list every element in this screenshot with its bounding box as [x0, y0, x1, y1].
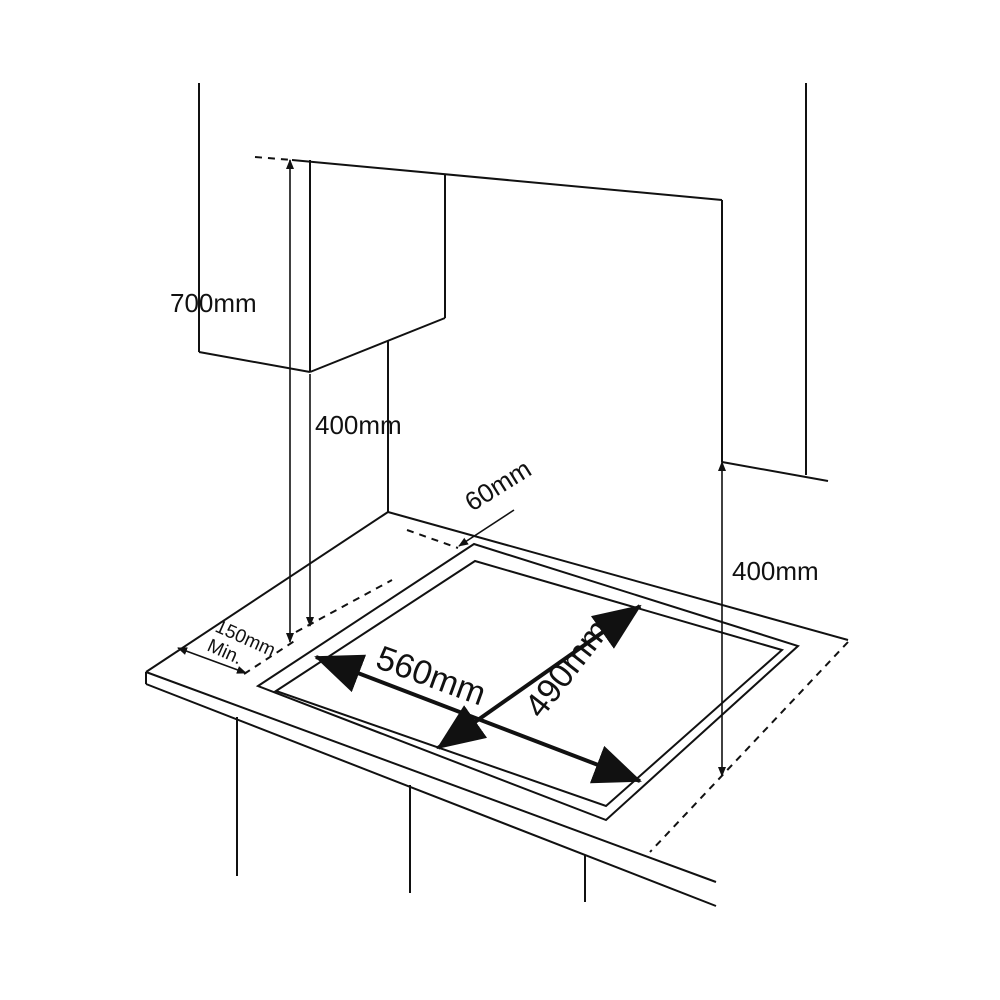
- cabinet-clearance-label: 400mm: [315, 410, 402, 440]
- rear-gap-label: 60mm: [459, 453, 536, 517]
- wall-outline: [387, 83, 829, 512]
- cutout-depth-label: 490mm: [517, 612, 617, 725]
- clearance-guides: [243, 529, 459, 675]
- rear-gap-arrow: [458, 509, 515, 547]
- cutout-depth-arrow: [436, 604, 642, 750]
- cabinet-height-label: 700mm: [170, 288, 257, 318]
- wall-clearance-label: 400mm: [732, 556, 819, 586]
- base-cabinet: [236, 717, 586, 902]
- dimension-arrows: [177, 159, 726, 784]
- hob-cutout: [255, 542, 800, 822]
- wall-cabinet: [198, 83, 723, 373]
- side-gap-arrow: [177, 647, 247, 674]
